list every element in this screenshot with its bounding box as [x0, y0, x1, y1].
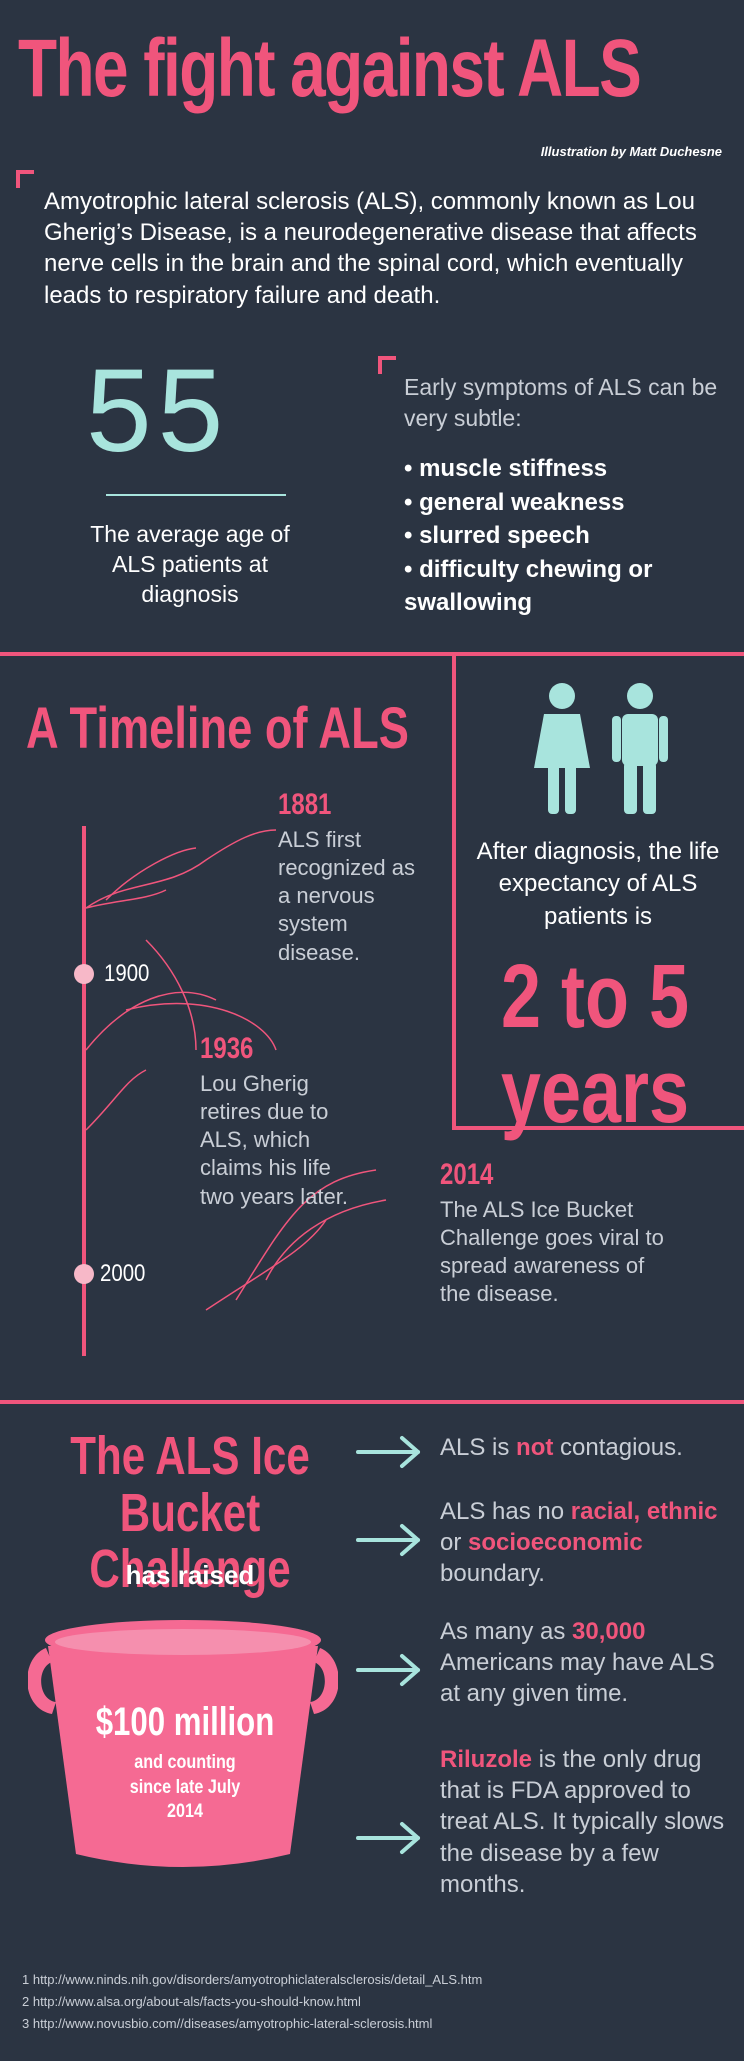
intro-paragraph: Amyotrophic lateral sclerosis (ALS), com… — [44, 188, 697, 309]
fact-text: contagious. — [553, 1434, 683, 1461]
woman-icon — [534, 683, 590, 814]
fact-emphasis: 30,000 — [572, 1618, 646, 1645]
fact-text: boundary. — [440, 1560, 545, 1588]
bucket-label: $100 million and counting since late Jul… — [40, 1700, 330, 1825]
life-expectancy-unit: years — [500, 1041, 690, 1142]
arrow-right-icon — [356, 1822, 420, 1854]
average-age-number: 55 — [86, 345, 230, 477]
footnote: 1 http://www.ninds.nih.gov/disorders/amy… — [22, 1972, 483, 1987]
list-item: slurred speech — [404, 519, 734, 553]
man-icon — [612, 683, 668, 814]
fact-item: ALS is not contagious. — [440, 1432, 730, 1463]
axis-label-2000: 2000 — [100, 1260, 146, 1287]
fact-text: Americans may have ALS at any given time… — [440, 1649, 715, 1708]
page-title: The fight against ALS — [18, 23, 642, 114]
average-age-caption: The average age of ALS patients at diagn… — [90, 521, 290, 607]
fact-emphasis: not — [516, 1434, 554, 1461]
timeline-axis — [82, 826, 86, 1356]
life-expectancy-value: 2 to 5 years — [471, 950, 719, 1139]
section-divider — [452, 652, 456, 1130]
timeline-connector-lines — [86, 829, 387, 1311]
section-divider — [0, 652, 744, 656]
fact-emphasis: Riluzole — [440, 1746, 533, 1773]
fact-text: or — [440, 1529, 469, 1557]
arrow-right-icon — [356, 1524, 420, 1556]
event-year-1936: 1936 — [200, 1032, 254, 1065]
fact-emphasis: racial, ethnic — [570, 1498, 718, 1525]
list-item: muscle stiffness — [404, 452, 734, 486]
fact-text: As many as — [440, 1618, 573, 1645]
bracket-decoration — [16, 170, 34, 188]
arrow-right-icon — [356, 1436, 420, 1468]
life-expectancy-text: After diagnosis, the life expectancy of … — [476, 838, 720, 930]
bucket-icon — [28, 1620, 338, 1867]
axis-label-1900: 1900 — [104, 960, 150, 987]
ice-bucket-raised: has raised — [125, 1560, 255, 1590]
raised-amount: $100 million — [95, 1700, 275, 1744]
fact-item: ALS has no racial, ethnic or socioeconom… — [440, 1496, 730, 1590]
timeline-title: A Timeline of ALS — [26, 696, 409, 761]
fact-item: Riluzole is the only drug that is FDA ap… — [440, 1744, 730, 1900]
event-year-2014: 2014 — [440, 1158, 494, 1191]
bracket-decoration — [378, 356, 396, 374]
event-text-2014: The ALS Ice Bucket Challenge goes viral … — [440, 1197, 664, 1307]
event-text-1881: ALS first recognized as a nervous system… — [278, 827, 415, 965]
ice-bucket-title: The ALS Ice Bucket Challenge — [70, 1426, 310, 1600]
raised-subtext: and counting since late July 2014 — [129, 1752, 241, 1823]
footnote: 3 http://www.novusbio.com//diseases/amyo… — [22, 2016, 433, 2031]
fact-text: ALS has no — [440, 1498, 571, 1525]
list-item: difficulty chewing or swallowing — [404, 553, 734, 620]
section-divider — [452, 1126, 744, 1130]
symptoms-heading: Early symptoms of ALS can be very subtle… — [404, 374, 718, 432]
footnote: 2 http://www.alsa.org/about-als/facts-yo… — [22, 1994, 361, 2009]
event-year-1881: 1881 — [278, 788, 332, 821]
life-expectancy-range: 2 to 5 — [500, 947, 690, 1047]
fact-text: ALS is — [440, 1434, 517, 1461]
symptoms-list: muscle stiffness general weakness slurre… — [404, 452, 734, 620]
arrow-right-icon — [356, 1654, 420, 1686]
fact-emphasis: socioeconomic — [468, 1529, 643, 1557]
divider — [106, 494, 286, 496]
illustration-credit: Illustration by Matt Duchesne — [540, 144, 722, 159]
timeline-dot — [74, 964, 94, 984]
section-divider — [0, 1400, 744, 1404]
event-text-1936: Lou Gherig retires due to ALS, which cla… — [200, 1071, 348, 1209]
fact-item: As many as 30,000 Americans may have ALS… — [440, 1616, 730, 1710]
list-item: general weakness — [404, 486, 734, 520]
fact-text: is the only drug that is FDA approved to… — [440, 1746, 725, 1898]
timeline-dot — [74, 1264, 94, 1284]
